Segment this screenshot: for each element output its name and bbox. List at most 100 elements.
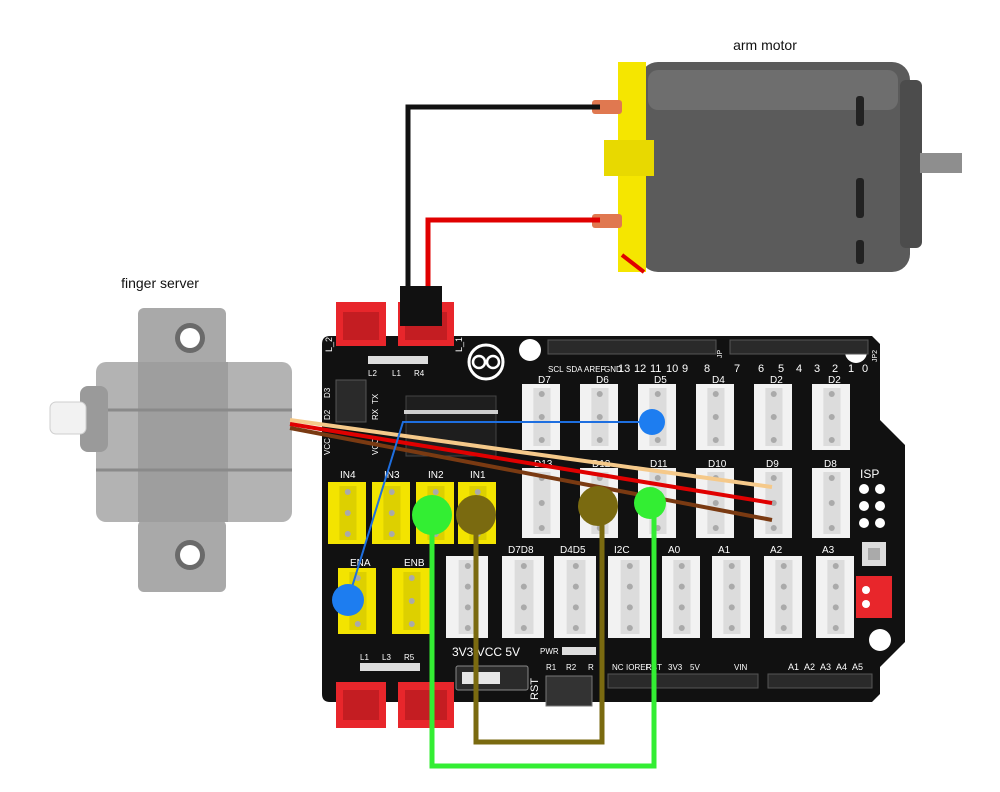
pin-number-label: 7: [734, 363, 740, 375]
d12-jumper-dot: [578, 486, 618, 526]
wire-green-in2-d11: [429, 505, 657, 769]
wires: [289, 104, 773, 769]
pin-label-aref: AREF: [584, 365, 605, 374]
port-pin: [464, 583, 471, 590]
motor-terminal: [592, 100, 622, 114]
finger-servo-label: finger server: [121, 275, 199, 291]
servo-shaft: [49, 401, 87, 435]
port-pin: [464, 604, 471, 611]
port-pin: [520, 604, 527, 611]
pin-number-label: 10: [666, 363, 678, 375]
port-pin: [828, 475, 835, 481]
in2-jumper-dot: [412, 495, 452, 535]
port-d7: [522, 384, 560, 450]
led-label: L1: [392, 369, 401, 378]
port-inner: [566, 560, 586, 634]
port-d6: [580, 384, 618, 450]
driver-input-label: IN4: [340, 470, 356, 481]
port-d13: [522, 468, 560, 538]
motor-wire-black: [405, 104, 600, 290]
port-inner: [458, 560, 478, 634]
pin-number-label: 12: [634, 363, 646, 375]
top-pin-header-right: [729, 339, 869, 355]
port-pin: [770, 414, 777, 420]
port-pin: [678, 604, 685, 611]
bottom-port: [662, 556, 700, 638]
port-inner: [673, 560, 691, 634]
logo-icon: [467, 343, 505, 381]
port-pin: [520, 625, 527, 631]
pin-label: RX: [371, 408, 380, 420]
port-pin: [780, 563, 787, 569]
port-pin: [712, 437, 719, 443]
bottom-port-label: I2C: [614, 545, 630, 556]
port-pin: [828, 391, 835, 397]
port-pin: [520, 563, 527, 569]
port-d4: [696, 384, 734, 450]
servo-wire-ground: [289, 426, 773, 522]
driver-input-label: IN1: [470, 470, 486, 481]
port-pin: [832, 625, 839, 631]
pin-number-label: 11: [650, 363, 661, 375]
led-label: R5: [404, 653, 415, 662]
jp2-label: JP2: [872, 350, 879, 362]
led-strip: [368, 356, 428, 364]
port-pin: [464, 625, 471, 631]
motor-cap-bearing: [604, 140, 654, 176]
port-pin: [832, 604, 839, 611]
enable-port-label: ENB: [404, 558, 425, 569]
port-pin: [596, 391, 603, 397]
isp-label: ISP: [860, 467, 879, 481]
driver-input-in3: [372, 482, 410, 544]
pin-number-label: 13: [618, 363, 630, 375]
port-label: D4: [712, 375, 725, 386]
pin-number-label: 2: [832, 363, 838, 375]
enable-port-label: ENA: [350, 558, 371, 569]
port-pin: [408, 598, 415, 604]
motor-endcap: [900, 80, 922, 248]
port-pin: [538, 525, 545, 531]
servo-wire-signal: [289, 418, 773, 489]
motor-slot: [856, 178, 864, 218]
pin-label: D3: [323, 387, 332, 398]
servo-wire-power: [289, 422, 773, 505]
bottom-port-label: A2: [770, 545, 783, 556]
pwr-label: PWR: [540, 647, 559, 656]
port-pin: [780, 625, 787, 631]
rst-label: RST: [529, 678, 541, 700]
r1-label: R1: [546, 663, 557, 672]
port-pin: [678, 625, 685, 631]
port-pin: [344, 489, 351, 495]
port-pin: [538, 437, 545, 443]
d5-jumper-dot: [639, 409, 665, 435]
port-pin: [770, 437, 777, 443]
port-pin: [770, 525, 777, 531]
port-label: D8: [824, 459, 837, 470]
port-pin: [520, 583, 527, 590]
bottom-analog-label: A5: [852, 662, 863, 672]
port-pin: [408, 621, 415, 627]
wire-blue-ena-d5: [347, 421, 652, 601]
port-pin: [388, 510, 395, 516]
label-l1-header: L_1: [454, 337, 464, 352]
r2-label: R2: [566, 663, 577, 672]
port-pin: [654, 475, 661, 481]
port-pin: [344, 510, 351, 516]
port-pin: [572, 625, 579, 631]
port-inner: [827, 560, 845, 634]
pin-label: VCC: [323, 438, 332, 455]
port-pin: [626, 604, 633, 611]
port-pin: [654, 437, 661, 443]
bottom-port: [608, 556, 650, 638]
pin-number-label: 9: [682, 363, 688, 375]
port-pin: [572, 583, 579, 590]
led-label: L2: [368, 369, 377, 378]
pin-number-label: 5: [778, 363, 784, 375]
motor-cap-mark: [620, 253, 646, 274]
port-pin: [678, 583, 685, 590]
power-select-label: 3V3 VCC 5V: [452, 645, 520, 659]
pin-label-scl: SCL: [548, 365, 564, 374]
port-pin: [432, 489, 439, 495]
